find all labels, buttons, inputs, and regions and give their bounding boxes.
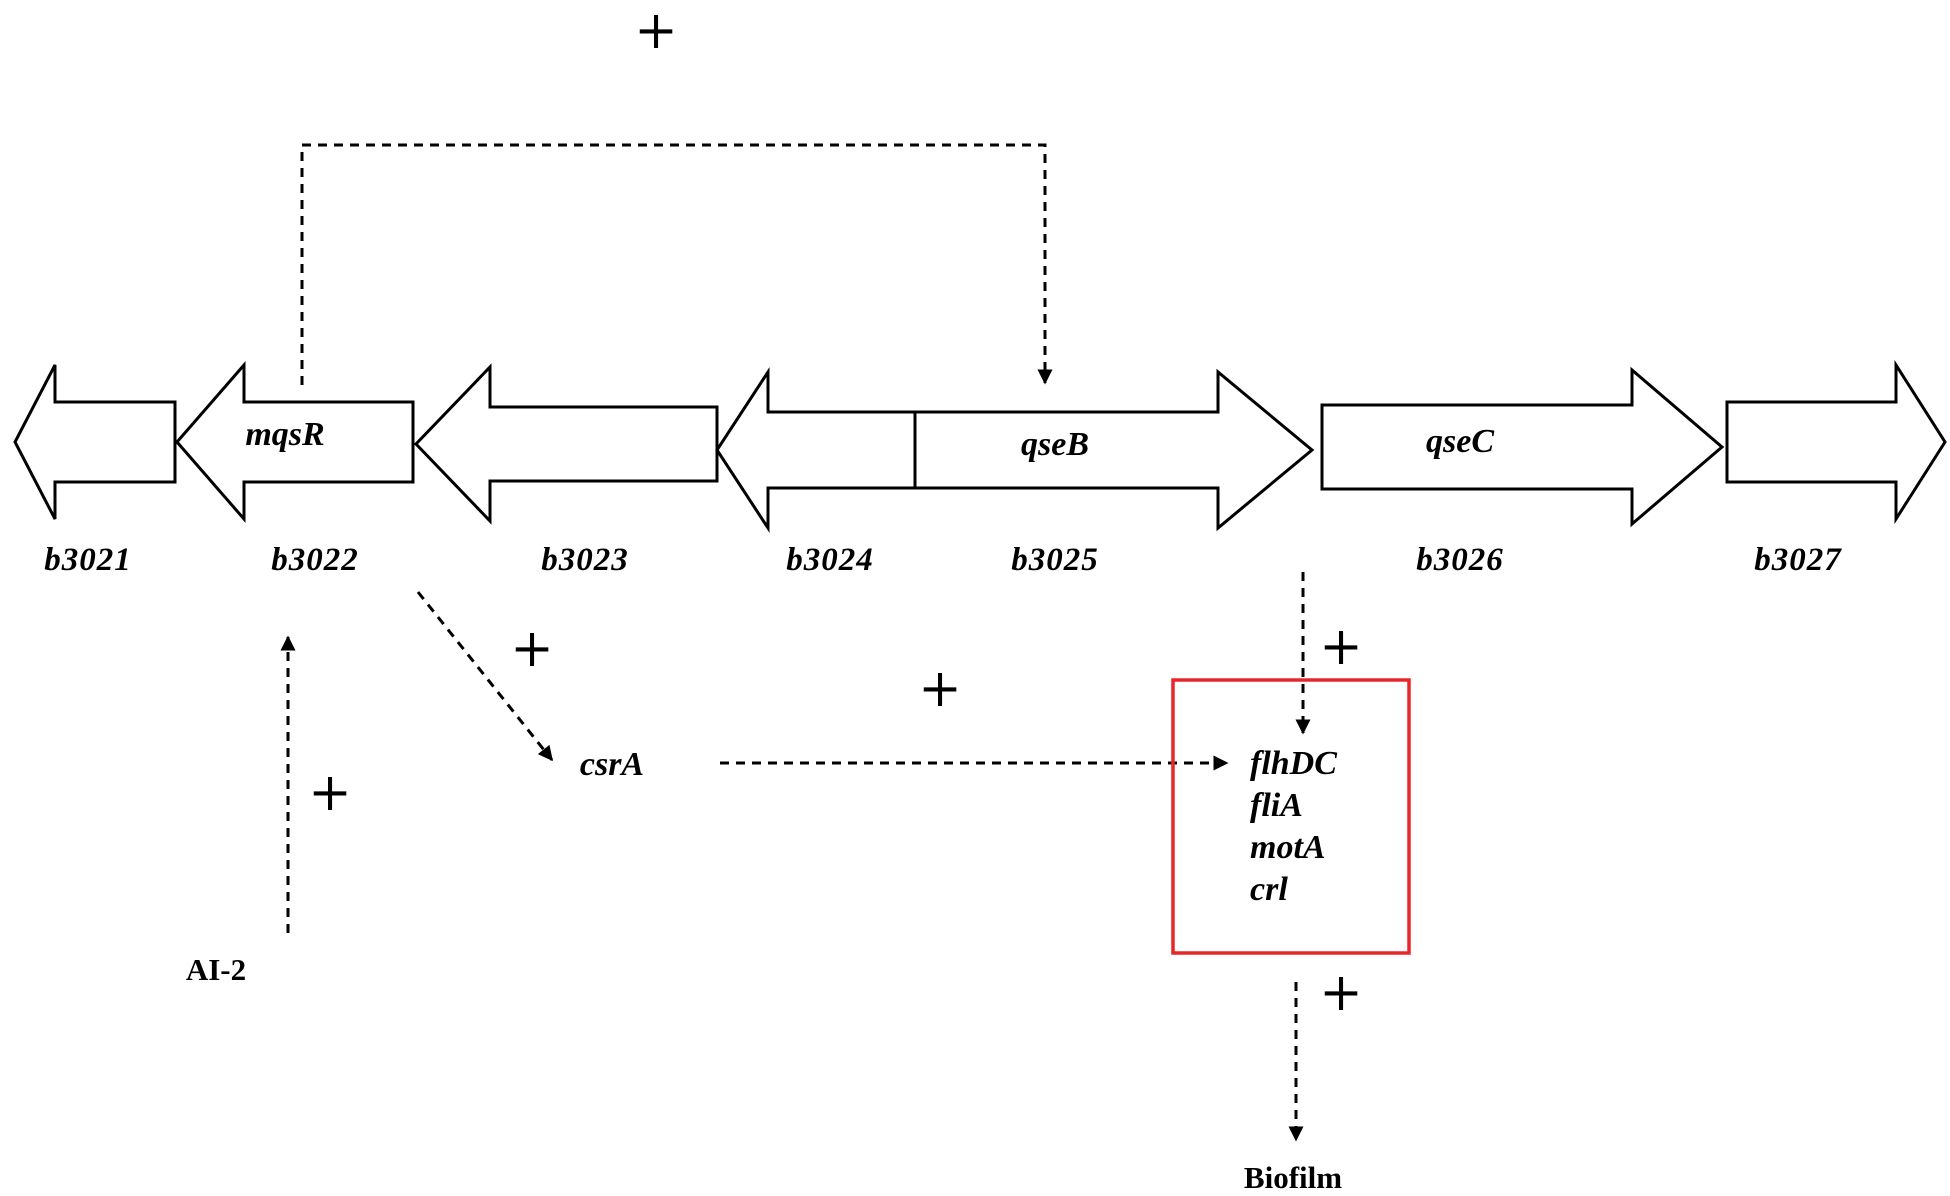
locus-label-b3021: b3021 [44,542,132,578]
target-gene-crl: crl [1250,871,1288,908]
plus-sign-mqsr-csra: + [510,619,554,679]
gene-map [13,359,1947,534]
plus-sign-mqsr-qseb: + [634,1,678,61]
gene-arrow-b3023 [413,363,719,525]
locus-label-b3022: b3022 [271,542,359,578]
locus-label-b3026: b3026 [1416,542,1504,578]
gene-arrow-b3021 [13,364,177,520]
gene-name-qseC: qseC [1426,423,1494,460]
locus-label-b3025: b3025 [1011,542,1099,578]
target-gene-mota: motA [1250,829,1326,866]
plus-sign-csra-flhdc: + [918,659,962,719]
gene-arrow-b3024 [715,366,917,534]
gene-arrow-b3022 [175,360,415,524]
locus-label-b3027: b3027 [1754,542,1842,578]
gene-arrow-b3027 [1725,359,1947,525]
target-genes-list: flhDC fliA motA crl [1250,745,1337,908]
plus-sign-qsec-flhdc: + [1319,617,1363,677]
regulator-label-csra: csrA [580,746,644,783]
target-gene-flia: fliA [1250,787,1303,824]
locus-labels: b3021 b3022 b3023 b3024 b3025 b3026 b302… [44,542,1842,578]
outcome-label-biofilm: Biofilm [1244,1160,1342,1195]
gene-name-qseB: qseB [1021,426,1089,463]
positive-regulation-signs: + + + + + + [308,1,1363,1023]
gene-name-mqsR: mqsR [245,416,324,453]
edge-mqsr-to-csra [416,591,554,762]
target-genes-box [1171,678,1411,955]
regulator-label-ai2: AI-2 [186,952,246,987]
gene-arrow-b3025 [913,368,1315,532]
plus-sign-ai2-mqsr: + [308,763,352,823]
gene-arrow-b3026 [1320,366,1725,528]
target-gene-flhdc: flhDC [1250,745,1337,782]
locus-label-b3023: b3023 [541,542,629,578]
locus-label-b3024: b3024 [786,542,874,578]
plus-sign-targets-biofilm: + [1319,963,1363,1023]
edge-mqsr-to-qseb [300,143,1053,385]
